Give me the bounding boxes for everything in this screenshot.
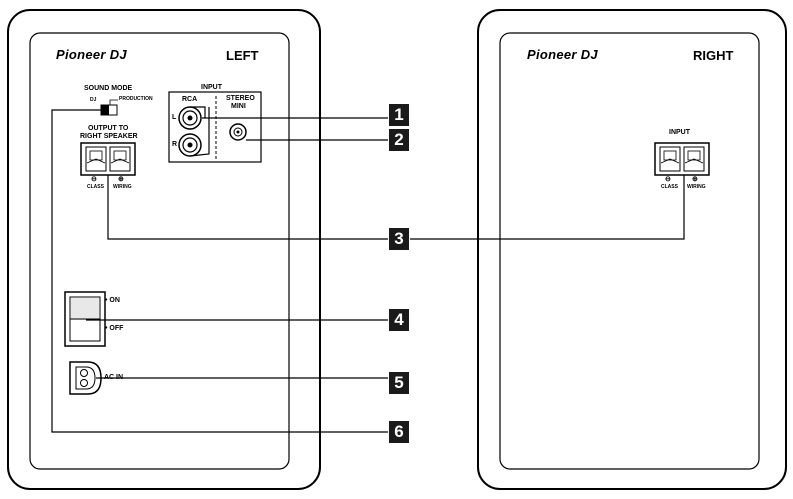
right-side-label: RIGHT (693, 48, 734, 63)
left-speaker-rear-panel (29, 32, 290, 470)
stereo-mini-label-line2: MINI (231, 103, 246, 110)
stereo-mini-label-line1: STEREO (226, 95, 255, 102)
left-side-label: LEFT (226, 48, 259, 63)
ac-inlet[interactable] (69, 361, 102, 395)
rca-r-jack[interactable] (178, 133, 202, 157)
rca-r-label: R (172, 141, 178, 148)
rca-label: RCA (182, 96, 198, 103)
callout-6: 6 (389, 421, 409, 443)
left-speaker-outline (7, 9, 321, 490)
left-output-terminals[interactable] (80, 142, 136, 176)
stereo-mini-jack[interactable] (229, 123, 247, 141)
callout-2: 2 (389, 129, 409, 151)
output-minus-icon: ⊖ (91, 176, 97, 183)
callout-3: 3 (389, 228, 409, 250)
sound-mode-title: SOUND MODE (84, 85, 133, 92)
output-title-line1: OUTPUT TO (88, 125, 129, 132)
power-switch[interactable] (64, 291, 106, 347)
ac-in-label: AC IN (104, 374, 124, 381)
sound-mode-switch[interactable] (100, 99, 118, 116)
right-speaker-outline (477, 9, 787, 490)
rca-l-jack[interactable] (178, 106, 202, 130)
callout-4: 4 (389, 309, 409, 331)
sound-mode-production-label: PRODUCTION (119, 96, 153, 102)
leader-lines (51, 106, 685, 433)
power-off-label: • OFF (105, 325, 124, 332)
power-on-label: • ON (105, 297, 120, 304)
right-plus-icon: ⊕ (692, 176, 698, 183)
input-title: INPUT (201, 84, 222, 91)
right-speaker-rear-panel (499, 32, 760, 470)
output-title-line2: RIGHT SPEAKER (80, 133, 138, 140)
output-class-label: CLASS (87, 184, 104, 190)
output-wiring-label: WIRING (113, 184, 132, 190)
left-brand-logo: Pioneer DJ (56, 47, 127, 62)
callout-1: 1 (389, 104, 409, 126)
right-input-terminals[interactable] (654, 142, 710, 176)
rca-l-label: L (172, 114, 177, 121)
right-brand-logo: Pioneer DJ (527, 47, 598, 62)
input-panel-box (168, 91, 262, 163)
right-input-title: INPUT (669, 129, 690, 136)
right-wiring-label: WIRING (687, 184, 706, 190)
output-plus-icon: ⊕ (118, 176, 124, 183)
callout-5: 5 (389, 372, 409, 394)
sound-mode-dj-label: DJ (90, 97, 97, 103)
right-minus-icon: ⊖ (665, 176, 671, 183)
right-class-label: CLASS (661, 184, 678, 190)
